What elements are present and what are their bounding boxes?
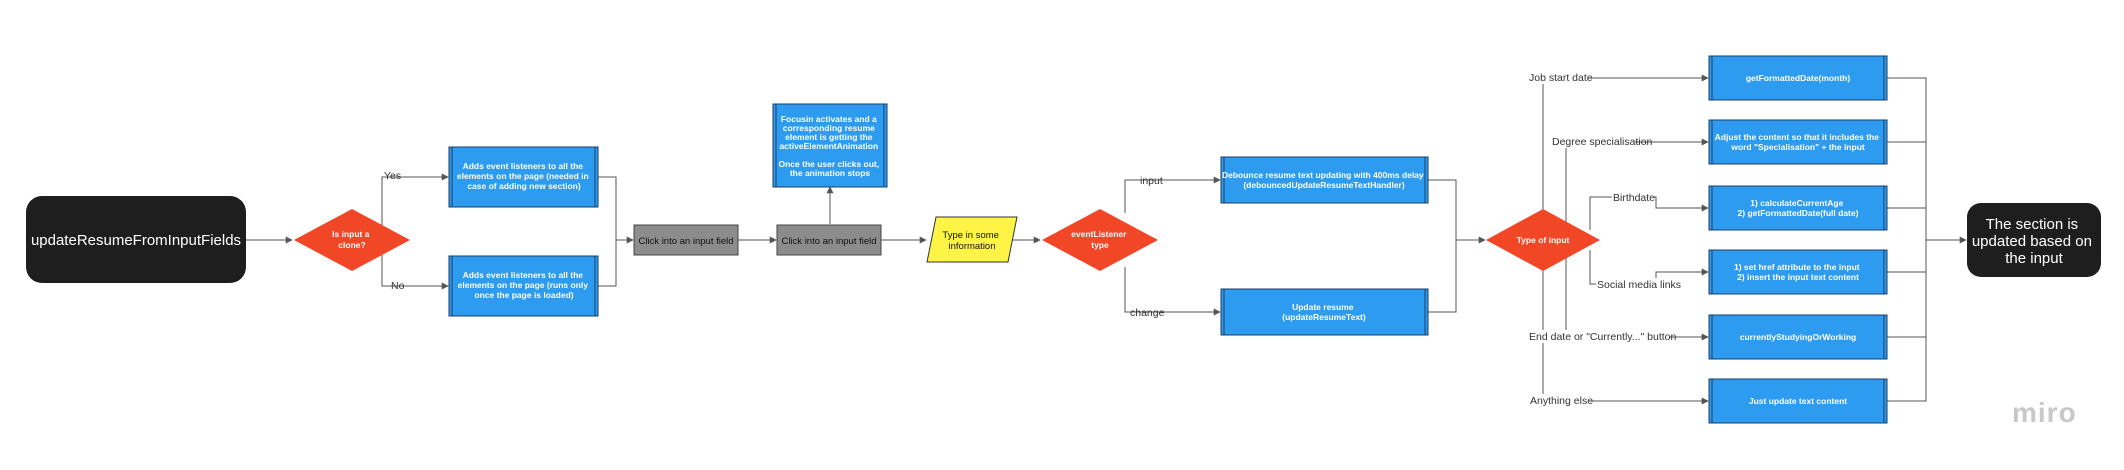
decision-event-listener-type-label: eventListener type: [1071, 229, 1129, 250]
miro-logo-icon: miro: [2012, 397, 2077, 428]
action-social-media-links-label: 1) set href attribute to the input 2) in…: [1734, 262, 1862, 282]
edge-event-change: [1124, 267, 1221, 316]
edge-label-yes: Yes: [384, 170, 401, 182]
edge-labels: Yes No input change Job start date Degre…: [384, 71, 1681, 407]
action-birthdate-label: 1) calculateCurrentAge 2) getFormattedDa…: [1738, 198, 1859, 218]
process-focusin-animation: Focusin activates and a corresponding re…: [772, 103, 888, 188]
edge-label-job-start-date: Job start date: [1529, 72, 1593, 84]
edge-label-end-date: End date or "Currently..." button: [1529, 331, 1676, 343]
decision-is-input-clone-label: Is input a clone?: [332, 229, 372, 250]
process-debounce-update: Debounce resume text updating with 400ms…: [1220, 156, 1429, 204]
decision-is-input-clone: Is input a clone?: [294, 209, 410, 271]
process-update-resume: Update resume (updateResumeText): [1220, 288, 1429, 336]
process-add-listeners-clone: Adds event listeners to all the elements…: [448, 146, 599, 208]
action-birthdate: 1) calculateCurrentAge 2) getFormattedDa…: [1708, 185, 1888, 231]
edge-event-input: [1124, 176, 1221, 213]
edge-job-out: [1887, 77, 1927, 240]
step-click-input-1: Click into an input field: [633, 224, 739, 256]
edge-clone-no: [381, 240, 449, 290]
step-click-input-1-label: Click into an input field: [638, 236, 733, 247]
edge-yes-to-click1: [598, 176, 617, 240]
decision-type-of-input: Type of input: [1486, 209, 1600, 271]
edge-label-input: input: [1140, 175, 1163, 187]
action-end-date: currentlyStudyingOrWorking: [1708, 314, 1888, 360]
edge-type-birthdate: [1589, 196, 1709, 230]
action-anything-else-label: Just update text content: [1749, 396, 1847, 406]
process-focusin-animation-label: Focusin activates and a corresponding re…: [779, 114, 882, 178]
edge-else-out: [1887, 240, 1927, 402]
action-social-media-links: 1) set href attribute to the input 2) in…: [1708, 249, 1888, 295]
start-terminal: updateResumeFromInputFields: [26, 196, 246, 283]
edge-label-no: No: [391, 280, 405, 292]
end-terminal: The section is updated based on the inpu…: [1967, 203, 2101, 277]
end-terminal-label: The section is updated based on the inpu…: [1972, 216, 2096, 267]
process-add-listeners-load: Adds event listeners to all the elements…: [448, 255, 599, 317]
decision-event-listener-type: eventListener type: [1042, 209, 1158, 271]
process-update-resume-label: Update resume (updateResumeText): [1282, 302, 1366, 322]
process-debounce-update-label: Debounce resume text updating with 400ms…: [1222, 170, 1426, 190]
action-job-start-date-label: getFormattedDate(month): [1746, 73, 1851, 83]
action-degree-specialisation-label: Adjust the content so that it includes t…: [1715, 132, 1882, 152]
step-click-input-2: Click into an input field: [776, 224, 882, 256]
edge-type-enddate: [1565, 258, 1709, 341]
edge-label-birthdate: Birthdate: [1613, 192, 1655, 204]
edge-debounce-out: [1428, 179, 1457, 240]
action-job-start-date: getFormattedDate(month): [1708, 55, 1888, 101]
edge-label-social-media-links: Social media links: [1597, 279, 1681, 291]
process-add-listeners-clone-label: Adds event listeners to all the elements…: [457, 161, 591, 191]
step-click-input-2-label: Click into an input field: [781, 236, 876, 247]
action-anything-else: Just update text content: [1708, 378, 1888, 424]
action-end-date-label: currentlyStudyingOrWorking: [1740, 332, 1857, 342]
edge-no-to-click1: [598, 240, 617, 287]
action-degree-specialisation: Adjust the content so that it includes t…: [1708, 119, 1888, 165]
edges: [246, 74, 1967, 405]
process-add-listeners-load-label: Adds event listeners to all the elements…: [458, 270, 591, 300]
edge-update-out: [1428, 240, 1457, 313]
decision-type-of-input-label: Type of input: [1517, 235, 1570, 245]
start-terminal-label: updateResumeFromInputFields: [31, 232, 241, 249]
edge-label-change: change: [1130, 307, 1165, 319]
edge-label-anything-else: Anything else: [1530, 395, 1593, 407]
edge-type-degree: [1565, 138, 1709, 222]
data-type-information: Type in some information: [926, 216, 1018, 263]
edge-label-degree-specialisation: Degree specialisation: [1552, 136, 1653, 148]
data-type-information-label: Type in some information: [942, 230, 1001, 252]
